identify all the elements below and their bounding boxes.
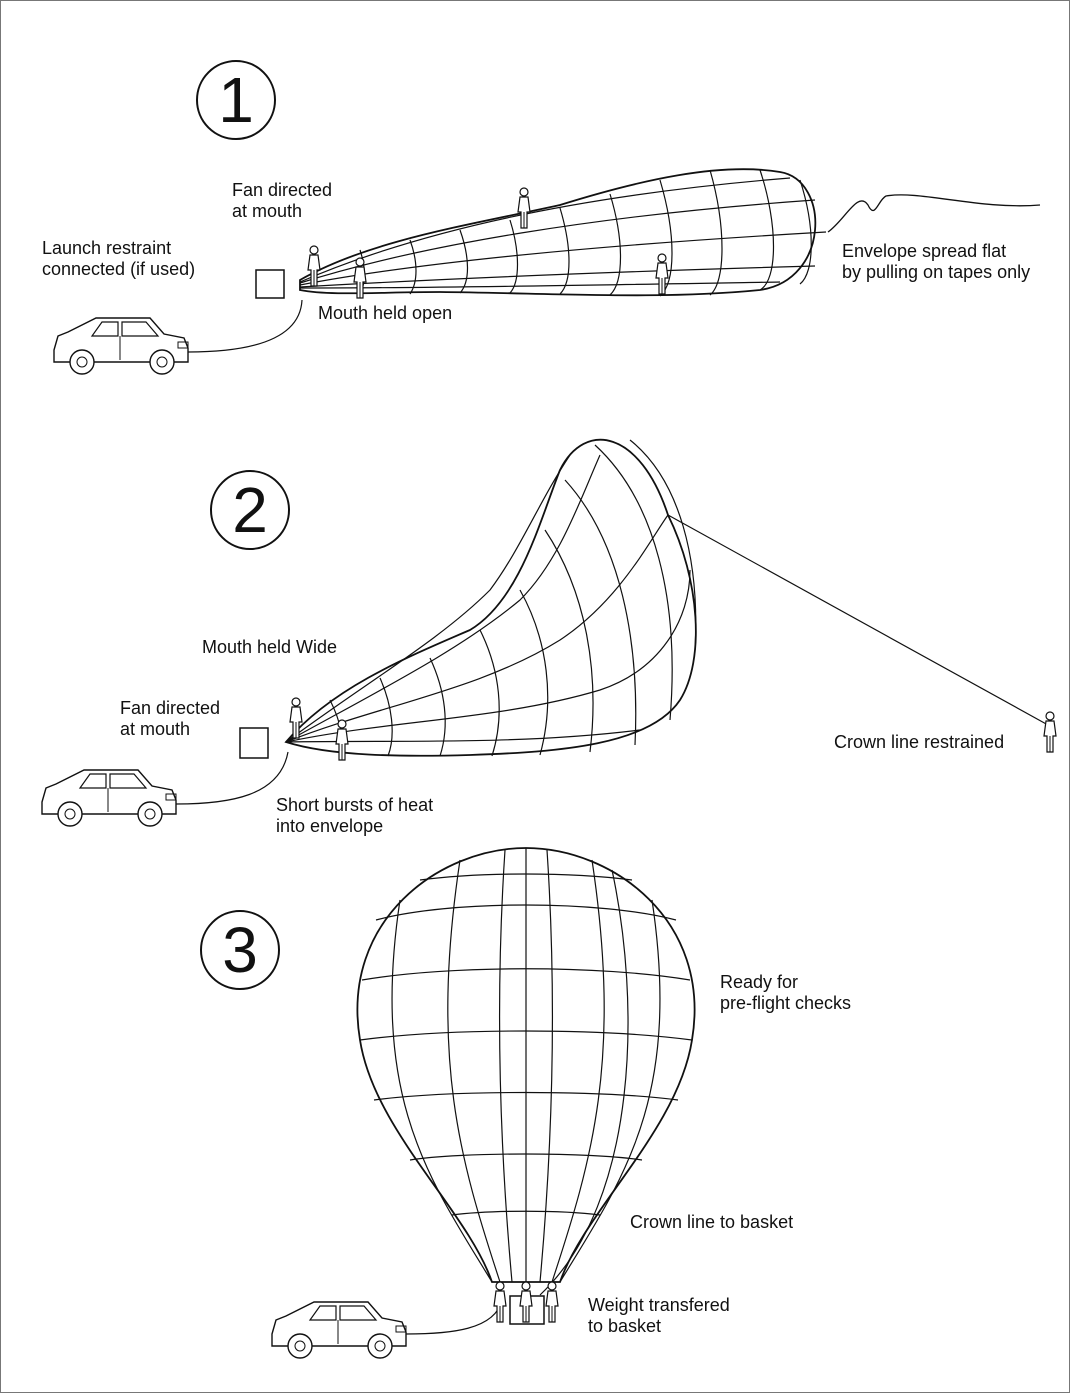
step-1-tape: [828, 195, 1040, 232]
step-3-ready-label: Ready for pre-flight checks: [720, 972, 851, 1014]
step-3-crown-label: Crown line to basket: [630, 1212, 793, 1233]
step-1-mouth-label: Mouth held open: [318, 303, 452, 324]
step-3-weight-label: Weight transfered to basket: [588, 1295, 730, 1337]
step-1-spread-label: Envelope spread flat by pulling on tapes…: [842, 241, 1030, 283]
step-1-restraint-line: [188, 300, 302, 352]
step-2-fan-label: Fan directed at mouth: [120, 698, 220, 740]
step-1-restraint-label: Launch restraint connected (if used): [42, 238, 195, 280]
step-1-fan: [256, 270, 284, 298]
step-2-number: 2: [210, 470, 290, 550]
step-3-crown-line: [540, 870, 628, 1295]
step-2-crown-line: [668, 515, 1048, 725]
step-1-car: [54, 318, 188, 374]
step-3-crew: [494, 1282, 558, 1322]
step-3-car: [272, 1302, 406, 1358]
step-2-heat-label: Short bursts of heat into envelope: [276, 795, 433, 837]
step-2-mouth-label: Mouth held Wide: [202, 637, 337, 658]
step-1-fan-label: Fan directed at mouth: [232, 180, 332, 222]
step-1-number: 1: [196, 60, 276, 140]
step-1-crew: [308, 188, 668, 298]
step-2-crown-label: Crown line restrained: [834, 732, 1004, 753]
step-2-car: [42, 770, 176, 826]
step-2-envelope: [286, 440, 696, 756]
step-3-number: 3: [200, 910, 280, 990]
step-2-restraint-line: [176, 752, 288, 804]
step-3-restraint-line: [406, 1300, 502, 1334]
step-2-fan: [240, 728, 268, 758]
step-1-envelope: [300, 169, 826, 296]
